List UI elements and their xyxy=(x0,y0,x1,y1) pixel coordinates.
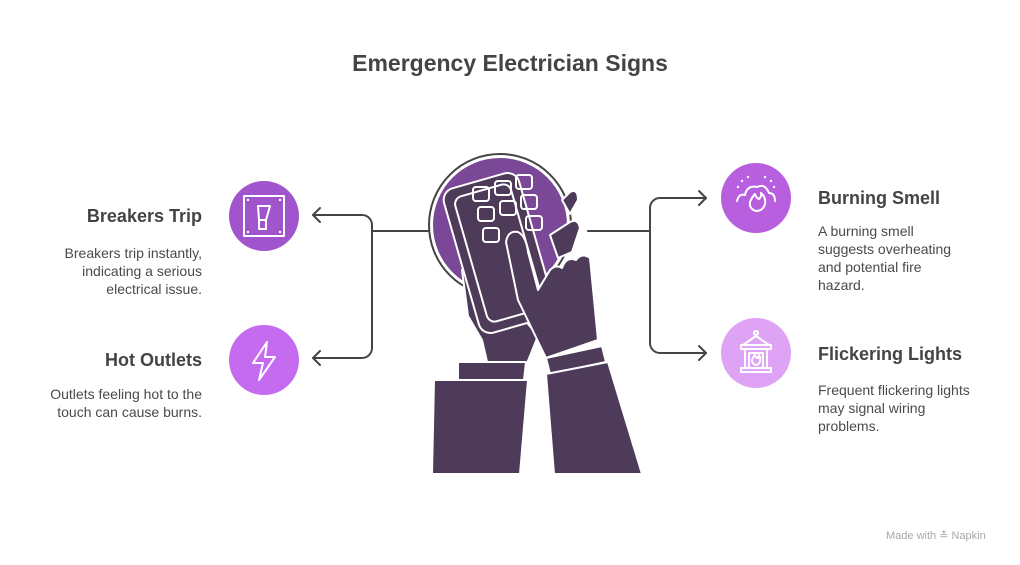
breakers-trip-title: Breakers Trip xyxy=(86,206,202,226)
flickering-lights-description: Frequent flickering lights may signal wi… xyxy=(818,382,970,434)
flickering-lights-circle xyxy=(721,318,791,388)
burning-smell-description: A burning smell suggests overheating and… xyxy=(818,223,952,293)
made-with-napkin: Made with ≛ Napkin xyxy=(886,530,986,542)
page-title: Emergency Electrician Signs xyxy=(352,50,668,76)
hot-outlets-description: Outlets feeling hot to the touch can cau… xyxy=(50,386,202,420)
hot-outlets-circle xyxy=(229,325,299,395)
smoke-fire-icon xyxy=(736,175,776,212)
breakers-trip-circle xyxy=(229,181,299,251)
burning-smell-title: Burning Smell xyxy=(818,188,941,208)
breakers-trip-description: Breakers trip instantly, indicating a se… xyxy=(64,245,202,297)
napkin-logo-icon: ≛ xyxy=(939,530,949,542)
flickering-lights-title: Flickering Lights xyxy=(818,344,963,364)
hands-holding-keypad-icon xyxy=(428,153,643,475)
lightning-bolt-icon xyxy=(252,341,276,381)
burning-smell-circle xyxy=(721,163,791,233)
lantern-flame-icon xyxy=(740,330,772,373)
hot-outlets-title: Hot Outlets xyxy=(105,350,202,370)
breaker-switch-icon xyxy=(243,195,285,237)
